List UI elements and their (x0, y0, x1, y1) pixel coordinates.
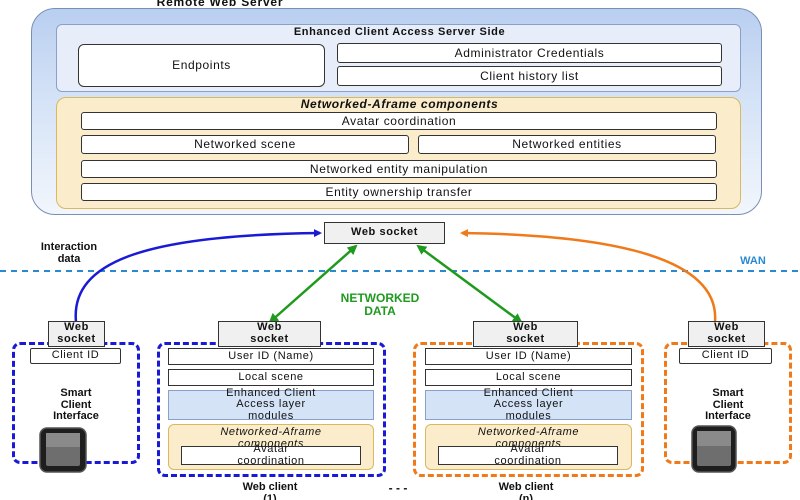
networked-entity-manipulation-box: Networked entity manipulation (81, 160, 717, 178)
web-socket-client-1: Web socket (218, 321, 321, 347)
networked-entities-box: Networked entities (418, 135, 716, 154)
web-client-1-label: Web client (1) (242, 481, 298, 500)
local-scene-box-1: Local scene (168, 369, 374, 386)
web-socket-client-n: Web socket (473, 321, 578, 347)
client-history-box: Client history list (337, 66, 722, 86)
smartphone-icon (691, 425, 737, 473)
smart-client-label-right: Smart Client Interface (705, 387, 751, 423)
naf-section: Networked-Aframe components Avatar coord… (56, 97, 741, 209)
avatar-coordination-box-1: Avatar coordination (181, 443, 361, 466)
user-id-box-n: User ID (Name) (425, 348, 632, 365)
ecas-section: Enhanced Client Access Server Side Endpo… (56, 24, 741, 92)
wan-label: WAN (740, 255, 766, 267)
web-socket-smart-right: Web socket (688, 321, 765, 347)
avatar-coordination-box-n: Avatar coordination (438, 443, 618, 466)
local-scene-box-n: Local scene (425, 369, 632, 386)
networked-scene-box: Networked scene (81, 135, 409, 154)
entity-ownership-box: Entity ownership transfer (81, 183, 717, 201)
naf-title: Networked-Aframe components (300, 97, 499, 111)
remote-web-server: Enhanced Client Access Server Side Endpo… (31, 8, 762, 215)
green-link-left (268, 244, 358, 324)
orange-link (460, 229, 719, 329)
green-link-right (416, 244, 523, 324)
client-id-right: Client ID (679, 348, 772, 364)
networked-data-label: NETWORKED DATA (340, 291, 420, 318)
blue-link (72, 229, 322, 329)
user-id-box-1: User ID (Name) (168, 348, 374, 365)
web-client-n-label: Web client (n) (498, 481, 554, 500)
admin-credentials-box: Administrator Credentials (337, 43, 722, 63)
web-socket-smart-left: Web socket (48, 321, 105, 347)
ecal-modules-box-n: Enhanced Client Access layer modules (425, 387, 632, 422)
smart-client-label-left: Smart Client Interface (53, 387, 99, 423)
interaction-data-label: Interaction data (40, 241, 98, 265)
ecas-title: Enhanced Client Access Server Side (293, 26, 506, 38)
avatar-coordination-box: Avatar coordination (81, 112, 717, 130)
smartphone-icon (39, 427, 87, 473)
ecal-modules-box-1: Enhanced Client Access layer modules (168, 387, 374, 422)
server-title: Remote Web Server (156, 0, 284, 9)
central-web-socket: Web socket (324, 222, 445, 244)
client-id-left: Client ID (30, 348, 121, 364)
ellipsis-dots: - - - (388, 481, 408, 495)
endpoints-box: Endpoints (78, 44, 325, 87)
